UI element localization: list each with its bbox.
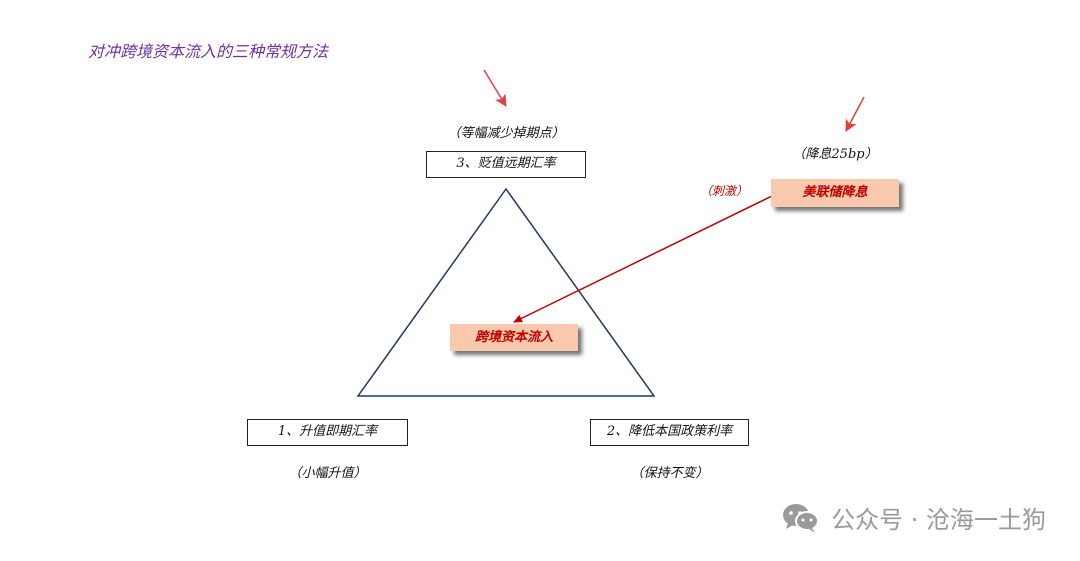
left-node-box: 1、升值即期汇率 [247, 419, 408, 446]
stimulus-label: （刺激） [700, 184, 749, 198]
pointer-arrow-top [483, 69, 507, 107]
page-title: 对冲跨境资本流入的三种常规方法 [88, 42, 329, 61]
top-node-note: （等幅减少掉期点） [447, 126, 565, 141]
wechat-icon [781, 502, 821, 534]
center-node-box: 跨境资本流入 [450, 324, 578, 351]
stimulus-arrow [513, 194, 775, 323]
watermark: 公众号 · 沧海一土狗 [781, 500, 1046, 535]
triangle-outline [356, 187, 656, 397]
fed-node-box: 美联储降息 [771, 179, 899, 207]
left-node-note: （小幅升值） [288, 466, 367, 481]
right-node-note: （保持不变） [630, 466, 709, 481]
pointer-arrow-fed [845, 96, 865, 132]
fed-node-note: （降息25bp） [792, 147, 878, 162]
right-node-box: 2、降低本国政策利率 [590, 419, 749, 446]
watermark-text: 公众号 · 沧海一土狗 [831, 506, 1046, 534]
top-node-box: 3、贬值远期汇率 [426, 151, 586, 178]
